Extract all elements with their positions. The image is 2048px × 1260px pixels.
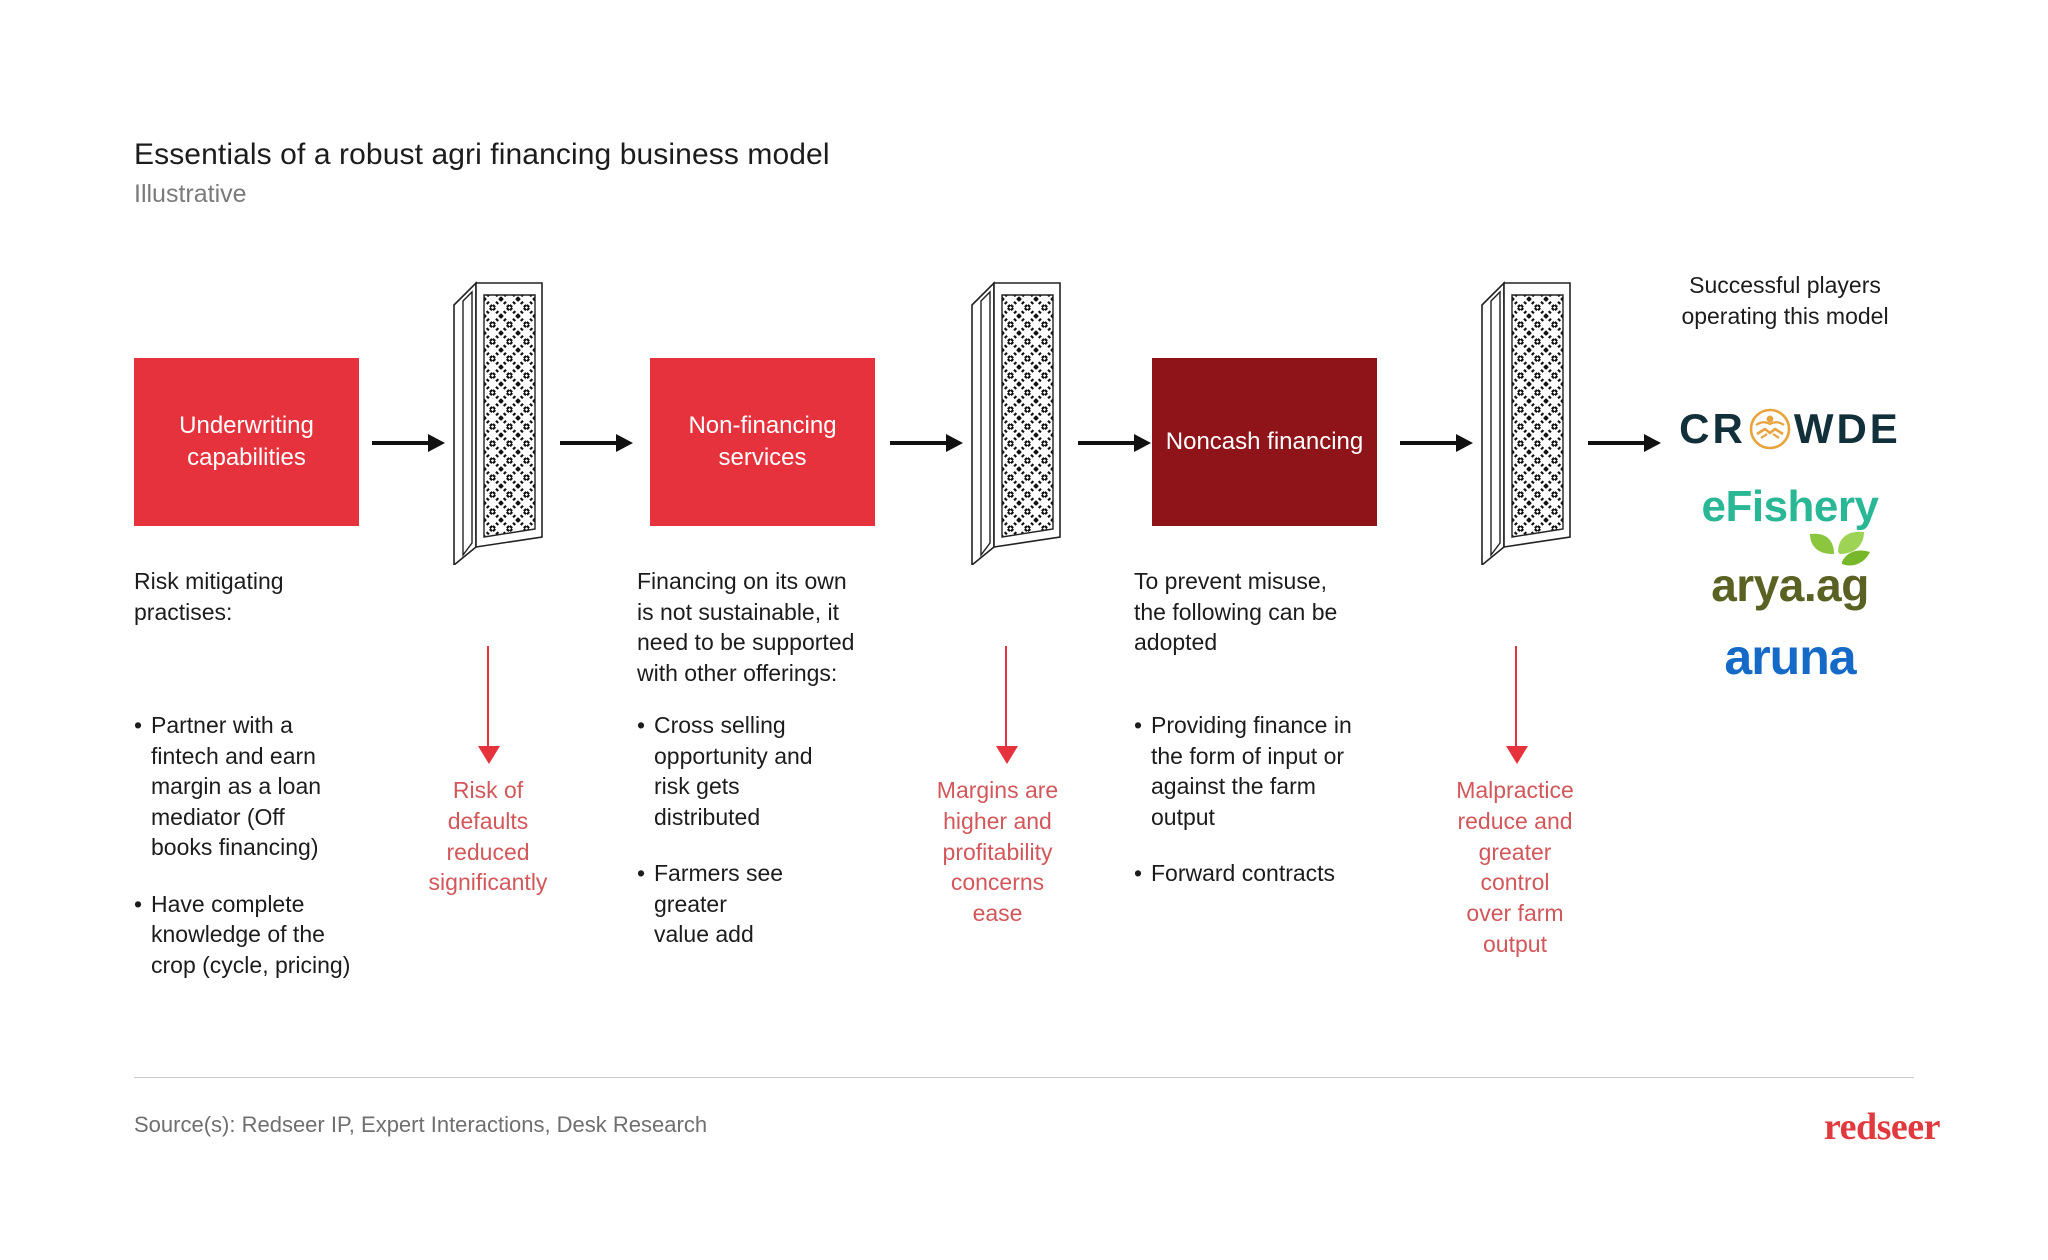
page-subtitle: Illustrative <box>134 180 247 208</box>
logo-arya-ag[interactable]: arya.ag <box>1650 531 1930 612</box>
stage-box-label: Noncash financing <box>1165 428 1364 456</box>
stage-box-noncash-financing[interactable]: Noncash financing <box>1152 358 1377 526</box>
flow-arrow-2 <box>560 434 633 452</box>
arrow-shaft <box>1515 646 1517 746</box>
bullet-text: Have complete knowledge of the crop (cyc… <box>151 890 351 979</box>
stage-intro-3: To prevent misuse, the following can be … <box>1134 568 1338 656</box>
logo-efishery[interactable]: eFishery <box>1701 482 1879 531</box>
arrow-head <box>946 434 963 452</box>
flow-arrow-5 <box>1400 434 1473 452</box>
outcome-caption-2: Margins are higher and profitability con… <box>936 777 1059 927</box>
arrow-head <box>1644 434 1661 452</box>
logo-aruna[interactable]: aruna <box>1724 629 1856 685</box>
bullet-dot: • <box>1134 860 1143 887</box>
handshake-circle-icon <box>1749 408 1791 450</box>
bullet-dot: • <box>637 860 646 887</box>
filter-sieve-2 <box>968 265 1064 565</box>
logo-crowde-text-before: CR <box>1679 405 1746 452</box>
bullet-dot: • <box>637 712 646 738</box>
arrow-head <box>996 746 1018 764</box>
stage-box-underwriting-capabilities[interactable]: Underwriting capabilities <box>134 358 359 526</box>
bullet-text: Providing finance in the form of input o… <box>1151 712 1352 830</box>
arrow-head <box>428 434 445 452</box>
arrow-shaft <box>560 441 616 445</box>
leaf-icon <box>1798 528 1876 583</box>
stage-bullets-2: • Cross selling opportunity and risk get… <box>637 710 917 976</box>
arrow-head <box>616 434 633 452</box>
arrow-shaft <box>1078 441 1134 445</box>
source-note: Source(s): Redseer IP, Expert Interactio… <box>134 1112 708 1137</box>
outcome-arrow-2 <box>996 646 1018 764</box>
list-item: • Have complete knowledge of the crop (c… <box>134 889 404 981</box>
filter-sieve-1 <box>450 265 546 565</box>
arrow-head <box>1506 746 1528 764</box>
stage-box-label: Non-financing services <box>688 412 837 471</box>
stage-intro-2: Financing on its own is not sustainable,… <box>637 568 855 686</box>
arrow-shaft <box>1588 441 1644 445</box>
flow-arrow-3 <box>890 434 963 452</box>
list-item: • Forward contracts <box>1134 858 1424 889</box>
flow-arrow-6 <box>1588 434 1661 452</box>
list-item: • Cross selling opportunity and risk get… <box>637 710 917 832</box>
outcome-caption-1: Risk of defaults reduced significantly <box>428 777 548 896</box>
flow-arrow-1 <box>372 434 445 452</box>
stage-bullets-3: • Providing finance in the form of input… <box>1134 710 1424 915</box>
stage-box-label: Underwriting capabilities <box>179 412 314 471</box>
bullet-dot: • <box>134 712 143 738</box>
players-heading: Successful players operating this model <box>1681 272 1889 329</box>
bullet-text: Farmers see greater value add <box>654 860 784 948</box>
arrow-head <box>1456 434 1473 452</box>
page-title: Essentials of a robust agri financing bu… <box>134 138 830 171</box>
stage-intro-1: Risk mitigating practises: <box>134 568 284 625</box>
stage-box-non-financing-services[interactable]: Non-financing services <box>650 358 875 526</box>
list-item: • Farmers see greater value add <box>637 858 917 950</box>
outcome-arrow-1 <box>478 646 500 764</box>
bullet-text: Forward contracts <box>1151 860 1336 887</box>
arrow-shaft <box>1400 441 1456 445</box>
arrow-shaft <box>890 441 946 445</box>
logo-arya-text: arya.ag <box>1711 559 1869 611</box>
logo-crowde-text-after: WDE <box>1793 405 1901 452</box>
bullet-text: Cross selling opportunity and risk gets … <box>654 712 813 830</box>
arrow-shaft <box>372 441 428 445</box>
arrow-shaft <box>487 646 489 746</box>
bullet-dot: • <box>134 890 143 917</box>
arrow-head <box>1134 434 1151 452</box>
bullet-text: Partner with a fintech and earn margin a… <box>151 712 322 861</box>
filter-sieve-3 <box>1478 265 1574 565</box>
list-item: • Partner with a fintech and earn margin… <box>134 710 404 863</box>
redseer-logo: redseer <box>1823 1106 1941 1148</box>
arrow-shaft <box>1005 646 1007 746</box>
list-item: • Providing finance in the form of input… <box>1134 710 1424 832</box>
flow-arrow-4 <box>1078 434 1151 452</box>
stage-bullets-1: • Partner with a fintech and earn margin… <box>134 710 404 1007</box>
bullet-dot: • <box>1134 712 1143 738</box>
footer-divider <box>134 1077 1914 1078</box>
outcome-caption-3: Malpractice reduce and greater control o… <box>1456 777 1574 958</box>
arrow-head <box>478 746 500 764</box>
logo-crowde[interactable]: CR WDE <box>1650 405 1930 453</box>
outcome-arrow-3 <box>1506 646 1528 764</box>
